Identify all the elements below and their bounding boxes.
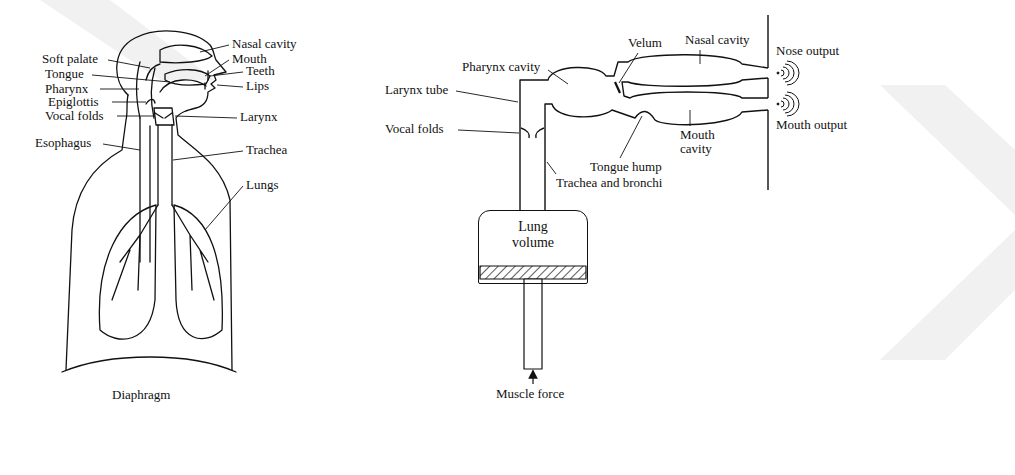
part-label: Trachea and bronchi	[556, 176, 662, 190]
part-label: Esophagus	[35, 136, 91, 150]
leader-line	[690, 110, 691, 126]
part-label: Soft palate	[42, 52, 98, 66]
leader-line	[112, 102, 146, 103]
part-label: Teeth	[246, 64, 275, 78]
lung-volume-box: Lung volume	[478, 210, 588, 284]
watermark-band	[880, 230, 1015, 360]
vocal-folds-shape	[155, 113, 172, 118]
watermark-band	[880, 85, 1015, 215]
leader-line	[205, 186, 243, 230]
bronchi-shape	[112, 205, 214, 300]
leader-line	[210, 72, 243, 76]
lung-lobe	[174, 205, 222, 339]
part-label: Vocal folds	[385, 122, 444, 136]
piston	[480, 266, 586, 279]
wave-dot	[777, 103, 779, 105]
leader-line	[117, 116, 155, 117]
leader-line	[108, 60, 150, 68]
part-label: Vocal folds	[45, 109, 104, 123]
part-label: Epiglottis	[48, 95, 99, 109]
node-label: Lung volume	[503, 211, 563, 251]
part-label: Tongue	[45, 67, 84, 81]
leader-line	[173, 151, 243, 160]
watermark-band	[40, 0, 215, 80]
part-label: Pharynx	[45, 82, 88, 96]
leader-line	[103, 144, 140, 150]
leader-line	[217, 85, 243, 87]
part-label: Trachea	[246, 143, 287, 157]
velum-flap	[615, 82, 620, 93]
sound-wave	[781, 61, 799, 85]
leader-line	[619, 53, 638, 83]
body-front-outline	[117, 31, 232, 370]
larynx-shape	[154, 108, 174, 125]
part-label: Lungs	[246, 178, 279, 192]
leader-line	[620, 116, 642, 158]
force-arrow	[532, 374, 533, 384]
part-label: Nasal cavity	[685, 33, 750, 47]
tract-outline	[622, 78, 768, 98]
sound-wave	[781, 92, 799, 116]
part-label: Diaphragm	[112, 388, 170, 402]
part-label: Lips	[246, 79, 269, 93]
leader-line	[456, 91, 518, 102]
leader-lines	[456, 50, 700, 174]
piston-rod	[524, 279, 542, 369]
nasal-cavity-shape	[160, 45, 212, 63]
part-label: Mouth cavity	[680, 128, 730, 156]
leader-line	[92, 75, 170, 82]
tract-outline	[545, 104, 768, 210]
leader-line	[548, 70, 568, 84]
trachea-shape	[158, 125, 172, 205]
leader-line	[458, 130, 519, 133]
part-label: Larynx tube	[385, 83, 448, 97]
part-label: Velum	[628, 36, 662, 50]
leader-line	[175, 116, 237, 118]
sound-waves	[777, 61, 799, 116]
part-label: Nose output	[776, 44, 839, 58]
tract-outline	[520, 55, 768, 210]
leader-line	[700, 50, 701, 64]
face-wall	[767, 15, 768, 190]
vocal-folds-symbol	[521, 128, 544, 138]
epiglottis-shape	[146, 99, 155, 104]
leader-line	[200, 45, 229, 52]
part-label: Nasal cavity	[232, 37, 297, 51]
part-label: Larynx	[240, 110, 278, 124]
leader-line	[547, 162, 556, 174]
part-label: Mouth output	[776, 118, 847, 132]
part-label: Pharynx cavity	[462, 60, 540, 74]
part-label: Muscle force	[496, 387, 564, 401]
part-label: Tongue hump	[590, 160, 662, 174]
pharynx-shape	[137, 62, 155, 118]
teeth-shape	[205, 71, 208, 89]
leader-line	[205, 60, 229, 76]
lung-lobe	[99, 205, 156, 339]
leader-line	[100, 89, 139, 90]
leader-lines	[92, 45, 243, 230]
diaphragm-shape	[62, 357, 236, 372]
wave-dot	[777, 72, 779, 74]
esophagus-shape	[140, 118, 150, 262]
